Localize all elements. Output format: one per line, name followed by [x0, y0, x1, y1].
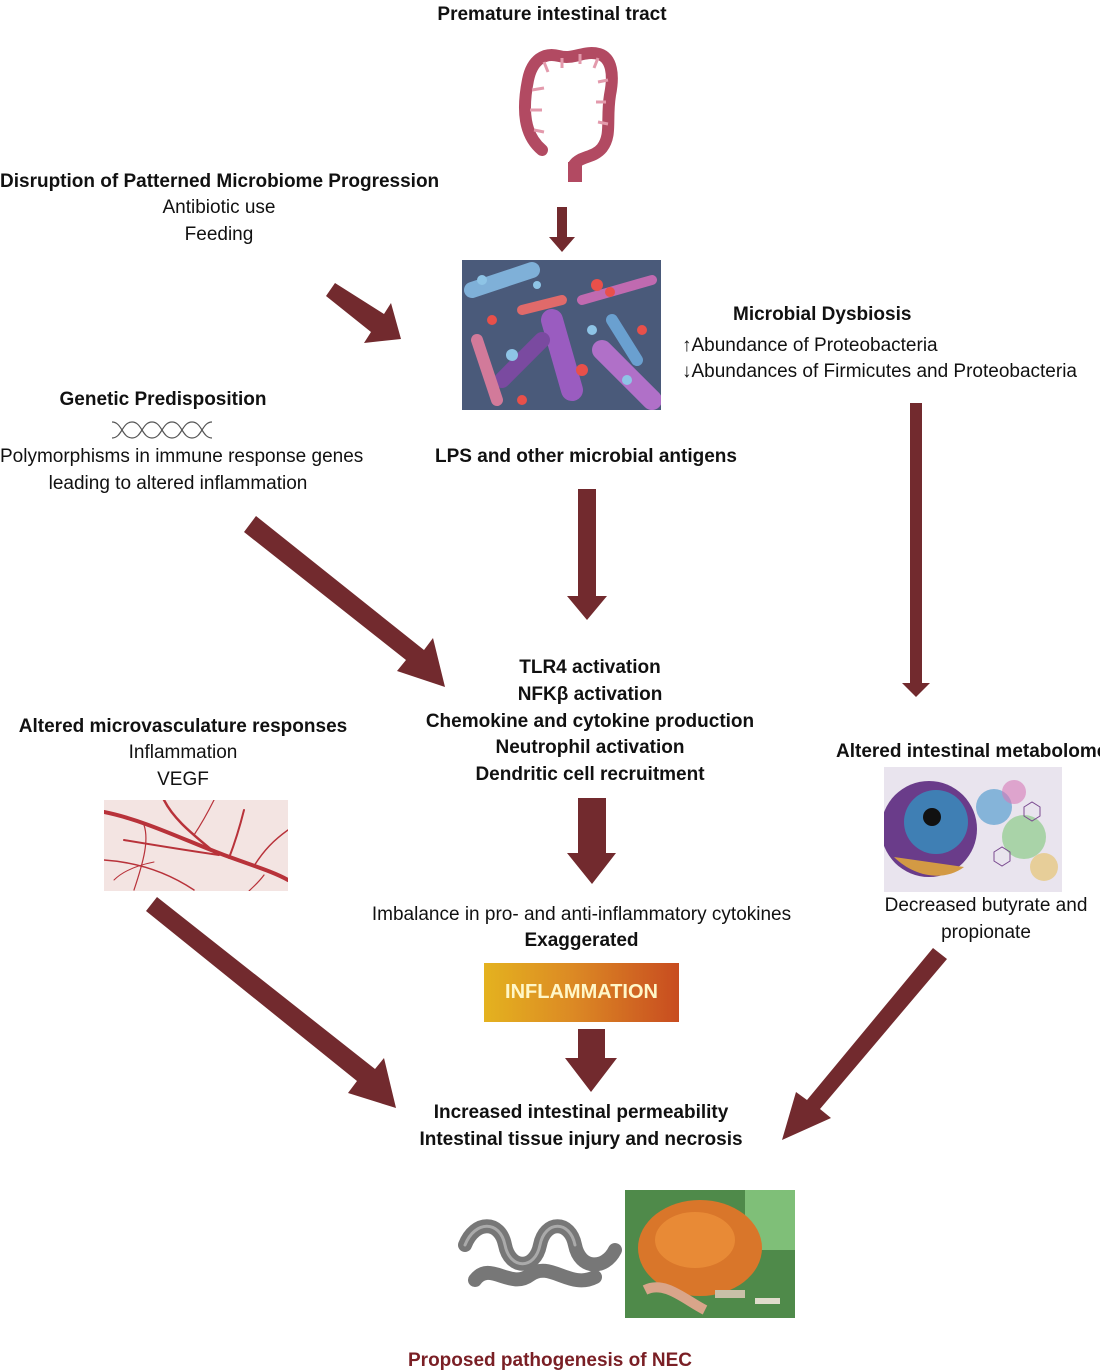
tlr4-activation: TLR4 activation — [519, 657, 661, 678]
dendritic-recruitment: Dendritic cell recruitment — [475, 764, 705, 785]
arrow-premature-to-microbes — [549, 207, 575, 252]
neutrophil-activation: Neutrophil activation — [495, 737, 685, 758]
bacteria-micrograph — [462, 260, 661, 410]
disruption-title: Disruption of Patterned Microbiome Progr… — [0, 171, 440, 192]
imbalance-text: Imbalance in pro- and anti-inflammatory … — [371, 904, 792, 925]
disruption-feeding: Feeding — [184, 224, 254, 245]
arrow-dysbiosis-to-metabolome — [902, 403, 930, 697]
dna-helix-icon — [112, 421, 212, 439]
inflammation-box: INFLAMMATION — [484, 963, 679, 1022]
premature-title: Premature intestinal tract — [437, 4, 667, 25]
permeability-text: Increased intestinal permeability — [433, 1102, 729, 1123]
figure-caption: Proposed pathogenesis of NEC — [408, 1350, 692, 1371]
disruption-antibiotic: Antibiotic use — [162, 197, 276, 218]
microvasculature-image — [104, 800, 288, 891]
necrosis-text: Intestinal tissue injury and necrosis — [419, 1129, 743, 1150]
arrow-genetic-to-tlr — [244, 516, 445, 687]
arrow-tlr-to-imbalance — [567, 798, 616, 884]
dysbiosis-decrease: ↓Abundances of Firmicutes and Proteobact… — [682, 361, 1077, 382]
dysbiosis-increase: ↑Abundance of Proteobacteria — [682, 335, 938, 356]
arrow-disruption-to-microbes — [326, 283, 401, 343]
inflammation-label: INFLAMMATION — [505, 981, 658, 1003]
genetic-title: Genetic Predisposition — [59, 389, 267, 410]
arrow-inflammation-to-permeability — [565, 1029, 617, 1092]
metabolome-title: Altered intestinal metabolome — [836, 741, 1100, 762]
intestine-icon — [518, 47, 618, 182]
nfkb-activation: NFKβ activation — [517, 684, 663, 705]
genetic-polymorphisms: Polymorphisms in immune response genes — [0, 446, 364, 467]
neonate-surgery-image — [625, 1190, 795, 1318]
microvasc-inflammation: Inflammation — [128, 742, 238, 763]
necrotic-intestine-image — [455, 1205, 625, 1305]
metabolome-butyrate: Decreased butyrate and — [884, 895, 1088, 916]
microvasc-vegf: VEGF — [157, 769, 209, 790]
chemokine-production: Chemokine and cytokine production — [425, 711, 755, 732]
lps-title: LPS and other microbial antigens — [435, 446, 737, 467]
arrow-metabolome-to-permeability — [782, 948, 947, 1140]
dysbiosis-title: Microbial Dysbiosis — [733, 304, 912, 325]
microvasc-title: Altered microvasculature responses — [18, 716, 348, 737]
arrow-microvasc-to-permeability — [146, 897, 396, 1108]
exaggerated-text: Exaggerated — [524, 930, 639, 951]
genetic-altered-inflammation: leading to altered inflammation — [48, 473, 308, 494]
metabolome-propionate: propionate — [941, 922, 1031, 943]
metabolome-image — [884, 767, 1062, 892]
arrow-lps-to-tlr — [567, 489, 607, 620]
